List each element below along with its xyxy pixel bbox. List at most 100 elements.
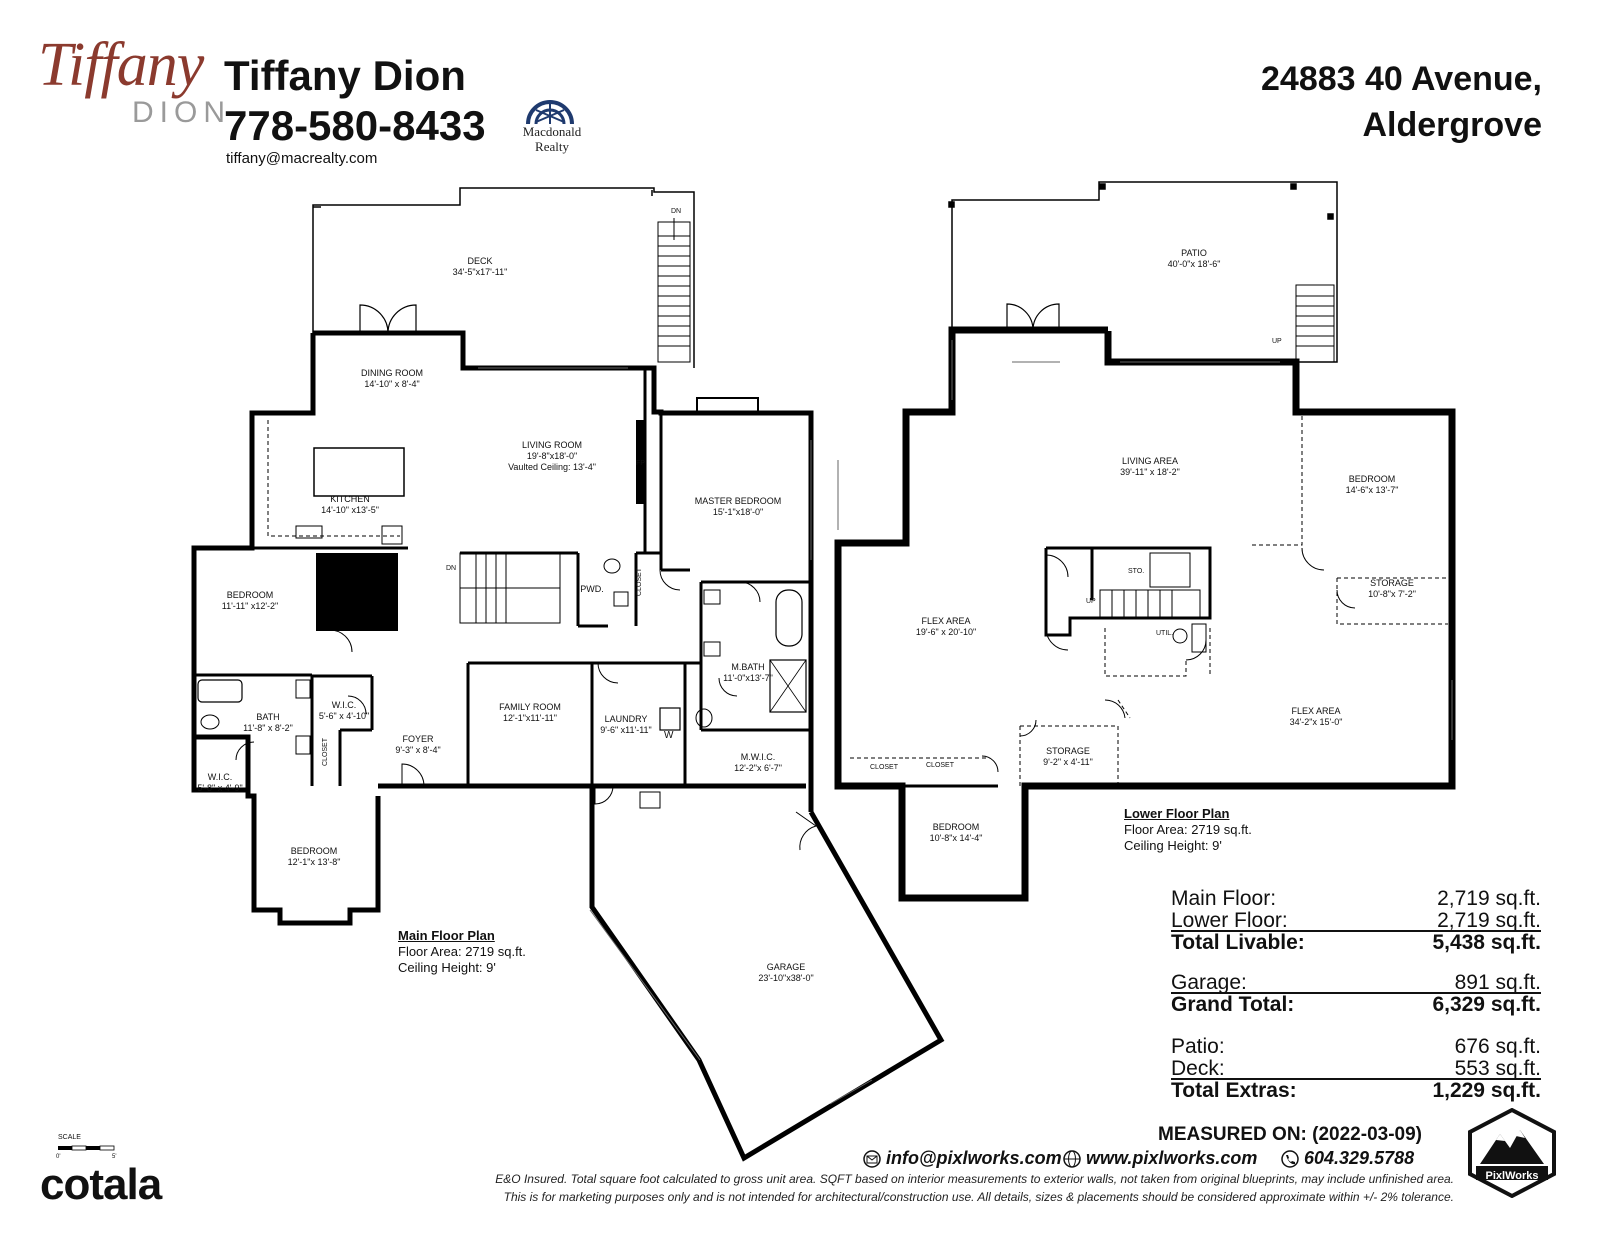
lower-room-storage-1-dims: 10'-8"x 7'-2": [1368, 589, 1416, 599]
phone-icon: [1281, 1150, 1299, 1168]
lower-floor-caption-area: Floor Area: 2719 sq.ft.: [1124, 822, 1252, 837]
kitchen-cabinets: [267, 420, 400, 537]
kitchen-fridge: [381, 525, 403, 545]
lower-label-util: UTIL.: [1156, 630, 1174, 637]
summary-grand-total-label: Grand Total:: [1171, 993, 1295, 1016]
summary-total-livable-value: 5,438 sq.ft.: [1432, 931, 1541, 954]
summary-main-floor-value: 2,719 sq.ft.: [1437, 887, 1541, 910]
main-room-pwd: PWD.: [580, 584, 604, 595]
brokerage-logo-icon: [526, 100, 574, 125]
globe-icon: [1063, 1150, 1081, 1168]
main-floor-caption-title: Main Floor Plan: [398, 928, 495, 943]
lower-room-flex-area-2-dims: 34'-2"x 15'-0": [1289, 717, 1343, 727]
scale-label: SCALE: [58, 1134, 81, 1141]
lower-floor-caption: Lower Floor Plan Floor Area: 2719 sq.ft.…: [1124, 806, 1252, 854]
lower-floor-caption-ceiling: Ceiling Height: 9': [1124, 838, 1222, 853]
main-room-foyer-dims: 9'-3" x 8'-4": [395, 745, 441, 755]
summary-total-livable-label: Total Livable:: [1171, 931, 1305, 954]
agent-logo-sub: DION: [132, 96, 231, 129]
lower-room-living-area-name: LIVING AREA: [1121, 456, 1179, 466]
lower-room-bedroom-1-dims: 14'-6"x 13'-7": [1345, 485, 1399, 495]
disclaimer-line1: E&O Insured. Total square foot calculate…: [495, 1172, 1454, 1186]
main-room-master-bedroom-name: MASTER BEDROOM: [694, 496, 782, 506]
summary-garage-label: Garage:: [1171, 971, 1247, 994]
brokerage-line1: Macdonald: [522, 124, 582, 139]
bath-toilet: [200, 714, 220, 730]
summary-garage-value: 891 sq.ft.: [1454, 971, 1541, 994]
main-room-laundry-dims: 9'-6" x11'-11": [600, 725, 652, 735]
lower-room-bedroom-2-name: BEDROOM: [932, 822, 980, 832]
lower-room-flex-area-2-name: FLEX AREA: [1291, 706, 1341, 716]
pwd-toilet: [603, 558, 621, 574]
summary-lower-floor-value: 2,719 sq.ft.: [1437, 909, 1541, 932]
contact-email: info@pixlworks.com: [886, 1148, 1062, 1168]
lower-label-closet-1: CLOSET: [870, 764, 899, 771]
agent-phone: 778-580-8433: [224, 102, 486, 149]
pixlworks-badge-icon: [1468, 1108, 1556, 1198]
disclaimer-line2: This is for marketing purposes only and …: [503, 1190, 1454, 1204]
lower-patio-stairs: [1295, 284, 1335, 363]
lower-room-patio-dims: 40'-0"x 18'-6": [1167, 259, 1221, 269]
main-room-bedroom-2-name: BEDROOM: [290, 846, 338, 856]
main-interior-stairs: [459, 552, 561, 624]
main-room-master-bedroom-dims: 15'-1"x18'-0": [712, 507, 764, 517]
lower-util-tank: [1191, 623, 1207, 653]
main-room-family-name: FAMILY ROOM: [499, 702, 561, 712]
laundry-toilet: [695, 708, 713, 728]
lower-room-flex-area-1-name: FLEX AREA: [921, 616, 971, 626]
kitchen-island: [313, 447, 405, 497]
main-room-dining-dims: 14'-10" x 8'-4": [364, 379, 420, 389]
summary-total-extras-label: Total Extras:: [1171, 1079, 1297, 1102]
lower-patio-doors: [1006, 303, 1060, 331]
main-floor-caption-ceiling: Ceiling Height: 9': [398, 960, 496, 975]
summary-divider-1: [1171, 930, 1541, 932]
main-room-garage-dims: 23'-10"x38'-0": [758, 973, 814, 983]
scale-bar-icon: [58, 1145, 115, 1151]
main-deck-stairs: [657, 218, 691, 363]
main-room-deck-dims: 34'-5"x17'-11": [452, 267, 508, 277]
main-room-mwic-dims: 12'-2"x 6'-7": [734, 763, 782, 773]
lower-label-up-stairs: UP: [1086, 598, 1096, 605]
summary-grand-total-value: 6,329 sq.ft.: [1432, 993, 1541, 1016]
main-room-bath-name: BATH: [256, 712, 280, 722]
main-room-bath-dims: 11'-8" x 8'-2": [243, 723, 293, 733]
main-floor-caption: Main Floor Plan Floor Area: 2719 sq.ft. …: [398, 928, 526, 976]
summary-total-extras-value: 1,229 sq.ft.: [1432, 1079, 1541, 1102]
master-bath-shower: [769, 659, 807, 713]
main-label-dn-stairs: DN: [446, 565, 457, 572]
bath-sink-2: [295, 735, 311, 755]
main-deck-doors: [359, 304, 417, 334]
main-room-bedroom-1-name: BEDROOM: [226, 590, 274, 600]
main-room-mwic: M.W.I.C.12'-2"x 6'-7": [734, 752, 782, 774]
lower-floor-caption-title: Lower Floor Plan: [1124, 806, 1230, 821]
lower-exterior-walls: [834, 326, 1456, 902]
main-floor-caption-area: Floor Area: 2719 sq.ft.: [398, 944, 526, 959]
agent-logo-script: Tiffany: [38, 31, 204, 99]
summary-main-floor-label: Main Floor:: [1171, 887, 1277, 910]
pixlworks-badge-text: PixlWorks: [1485, 1170, 1539, 1182]
bath-sink-1: [295, 679, 311, 699]
lower-room-storage-2-dims: 9'-2" x 4'-11": [1043, 757, 1093, 767]
lower-interior-stairs: [1099, 552, 1201, 619]
lower-room-bedroom-1-name: BEDROOM: [1348, 474, 1396, 484]
main-deck-outline: [312, 187, 695, 368]
master-bath-sink-2: [703, 641, 721, 657]
main-room-wic-2-name: W.I.C.: [207, 772, 233, 782]
main-room-wic-2: W.I.C.5'-8" x 4'-9": [197, 772, 242, 794]
lower-patio-outline: [948, 181, 1338, 363]
